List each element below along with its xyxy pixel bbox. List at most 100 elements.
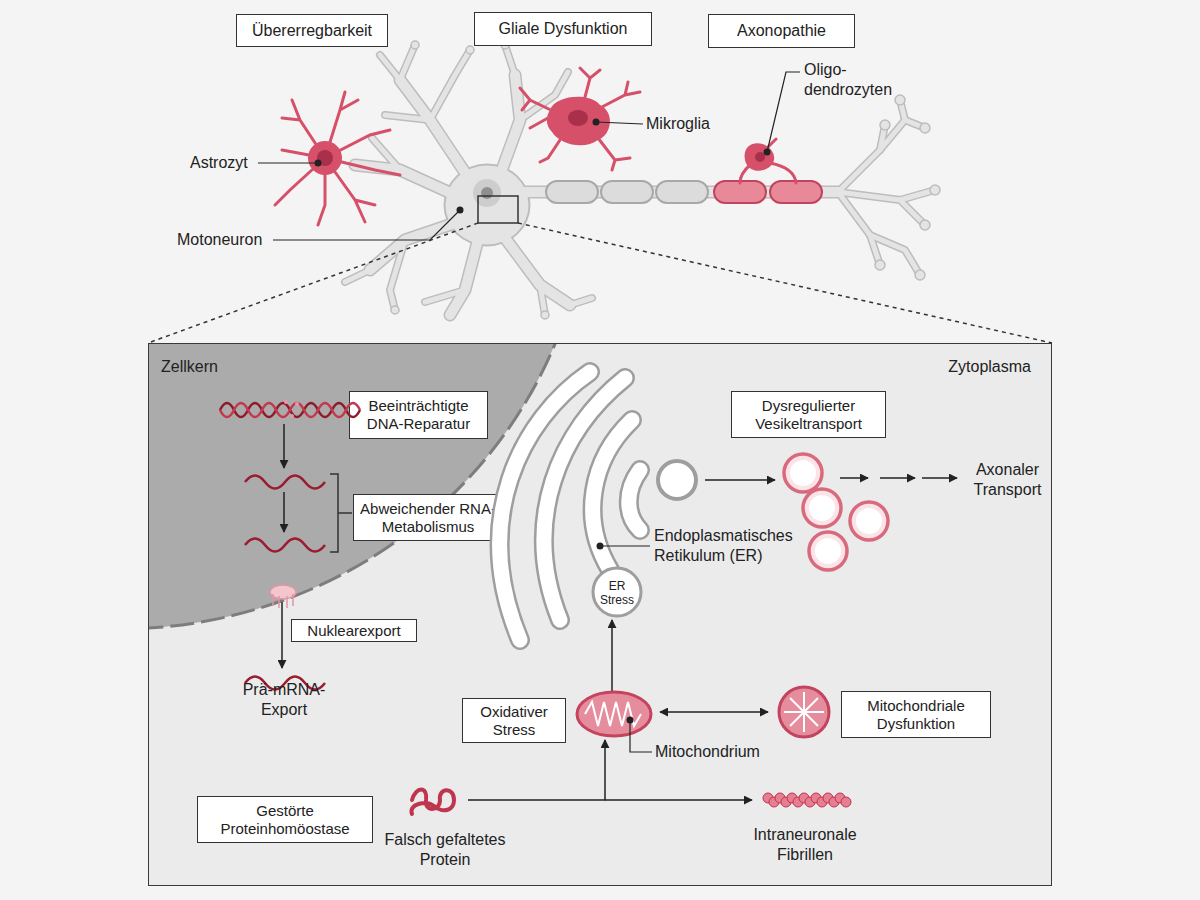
motoneuron-cell [345,45,935,315]
motoneuron-cell [466,46,474,54]
vesicle [784,454,822,492]
mechanism-box: Gliale Dysfunktion [474,12,652,46]
flow-arrow [605,799,752,801]
rna-strand [245,539,325,552]
microglia-cell [568,110,588,126]
vesicle [850,502,888,540]
myelin-sheath [656,181,708,203]
motoneuron-cell [481,187,493,199]
leader-line [258,72,800,240]
vesicle [809,532,847,570]
flow-arrow [922,477,957,479]
fibril [841,797,851,807]
oligodendrocyte-cell [745,143,775,171]
fibril [823,793,833,803]
fibril [835,793,845,803]
callout-label: Motoneuron [177,230,262,250]
dna-helix [295,402,299,406]
node-text: Mitochondriale Dysfunktion [847,697,985,733]
flow-arrow [880,477,915,479]
zoom-indicator [478,196,518,223]
node-text: Axonopathie [737,21,826,40]
mechanism-box: Abweichender RNA- Metabolismus [353,494,503,541]
microglia-cell [520,68,640,170]
motoneuron-cell [473,179,501,207]
leader-dot [627,717,634,724]
dna-helix [220,403,360,417]
motoneuron-cell [345,41,940,319]
endoplasmic-reticulum [500,372,640,640]
mechanism-box: Gestörte Proteinhomöostase [197,796,373,843]
callout-label: Intraneuronale Fibrillen [745,825,865,865]
fibril [781,797,791,807]
mitochondrion [784,692,824,732]
flow-arrow [283,492,285,532]
callout-label: ER Stress [597,579,637,607]
endoplasmic-reticulum [500,372,640,640]
mechanism-box: Übererregbarkeit [236,14,388,47]
mechanism-box: Dysregulierter Vesikeltransport [731,391,886,438]
vesicle [856,508,882,534]
rna-strand [245,476,325,690]
flow-arrow [611,620,613,692]
flow-arrow [840,477,868,479]
microglia-cell [520,68,640,170]
endoplasmic-reticulum [593,568,641,616]
mechanism-box: Oxidativer Stress [462,698,566,743]
node-text: Dysregulierter Vesikeltransport [737,397,880,433]
dna-helix [284,400,288,404]
leader-dot [764,149,771,156]
endoplasmic-reticulum [500,372,641,640]
motoneuron-cell [446,166,529,245]
vesicle [790,460,882,564]
leader-dot [315,160,322,167]
fibril [829,797,839,807]
callout-label: Axonaler Transport [960,460,1055,500]
myelin-sheath [546,181,598,203]
fibril [799,793,809,803]
node-text: Nuklearexport [307,622,400,640]
motoneuron-cell [880,120,890,130]
vesicle [658,461,696,499]
motoneuron-cell [930,185,940,195]
vesicle [790,460,816,486]
mitochondrion [577,692,651,736]
motoneuron-cell [895,95,905,105]
fibril [763,793,773,803]
myelin-sheath [601,181,653,203]
zoom-indicator [148,223,1052,343]
zoom-indicator [148,196,1052,343]
callout-label: Falsch gefaltetes Protein [375,830,515,870]
flow-arrow [283,424,285,468]
dna-helix [220,403,360,417]
mechanism-box: Beeinträchtigte DNA-Reparatur [349,391,488,439]
nucleus-region: ZellkernBeeinträchtigte DNA-ReparaturAbw… [149,344,579,644]
astrocyte-cell [275,92,400,225]
vesicle [815,538,841,564]
leader-line [600,545,650,546]
fibril [769,797,779,807]
misfolded-protein [411,790,454,815]
node-text: Zytoplasma [948,358,1031,376]
motoneuron-cell [391,306,399,314]
fibril [793,797,803,807]
callout-label: Astrozyt [190,153,248,173]
leader-line [630,720,652,752]
rna-strand [245,476,325,489]
mitochondrion [779,687,829,737]
leader-line [273,210,460,240]
node-text: Beeinträchtigte DNA-Reparatur [355,397,482,433]
motoneuron-cell [355,75,840,315]
fibril [763,793,851,807]
nuclear-pore [273,594,293,608]
flow-arrow [705,479,775,481]
fibril [775,793,785,803]
myelin-sheath [546,181,822,203]
leader-dot [315,119,771,214]
motoneuron-cell [920,123,930,133]
bracket [330,474,352,552]
motoneuron-cell [915,270,925,280]
callout-label: Endoplasmatisches Retikulum (ER) [654,526,809,566]
